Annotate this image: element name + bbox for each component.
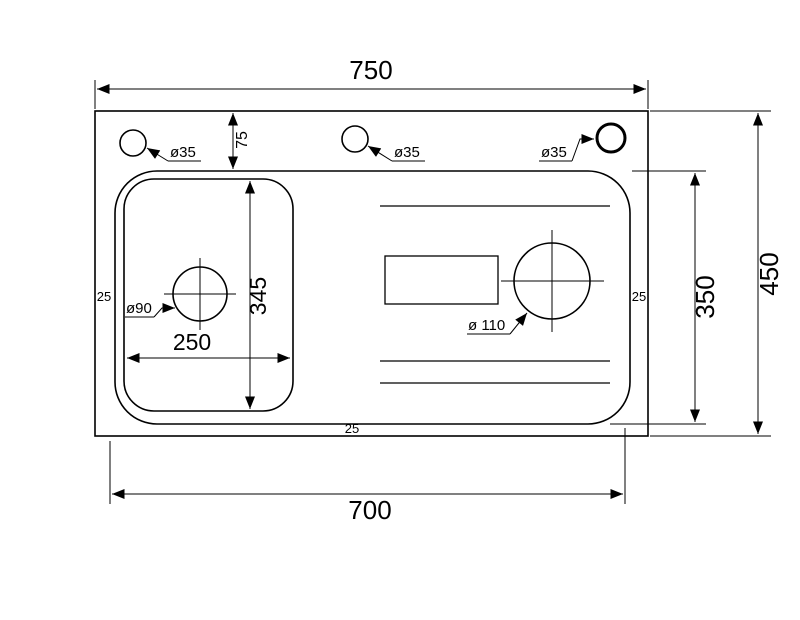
dim-label-25-left: 25 bbox=[97, 289, 111, 304]
dim-label-250: 250 bbox=[173, 329, 211, 355]
sink-technical-drawing: 750 450 350 700 250 bbox=[40, 16, 800, 620]
callout-label-o110: ø 110 bbox=[468, 317, 505, 334]
dim-label-345: 345 bbox=[245, 277, 271, 315]
callout-leader bbox=[571, 134, 594, 162]
callout-label-o35-left: ø35 bbox=[170, 144, 196, 161]
callout-leader bbox=[146, 147, 169, 162]
dim-label-75: 75 bbox=[234, 131, 251, 149]
callout-leader bbox=[367, 145, 393, 162]
drawing-canvas: 750 450 350 700 250 bbox=[94, 55, 784, 525]
faucet-hole-center bbox=[341, 125, 369, 153]
callout-label-o35-right: ø35 bbox=[541, 144, 567, 161]
dim-label-25-right: 25 bbox=[632, 289, 646, 304]
dim-inner-depth: 350 bbox=[610, 170, 720, 425]
callout-faucet-left: ø35 bbox=[146, 144, 201, 162]
sink-outer-edge bbox=[94, 110, 649, 437]
dim-label-750: 750 bbox=[349, 55, 392, 85]
faucet-hole-left bbox=[119, 129, 147, 157]
dim-rim-width: 700 bbox=[109, 428, 626, 525]
dim-top-offset: 75 bbox=[228, 113, 251, 169]
dim-label-25-bottom: 25 bbox=[345, 421, 359, 436]
sink-rim bbox=[114, 170, 631, 425]
faucet-hole-right bbox=[595, 122, 627, 154]
callout-faucet-center: ø35 bbox=[367, 144, 425, 162]
drainboard-tray bbox=[384, 255, 499, 305]
sink-geometry bbox=[94, 110, 649, 437]
callout-right-drain: ø 110 bbox=[467, 312, 528, 335]
dim-bowl-width: 250 bbox=[127, 329, 290, 363]
callout-faucet-right: ø35 bbox=[539, 134, 594, 162]
callout-leader bbox=[153, 303, 175, 318]
callout-label-o90: ø90 bbox=[126, 300, 152, 317]
callout-left-drain: ø90 bbox=[125, 300, 175, 318]
dim-margins: 25 25 25 bbox=[97, 289, 646, 436]
dim-bowl-depth: 345 bbox=[245, 181, 271, 409]
dim-overall-depth: 450 bbox=[650, 110, 784, 437]
dim-label-700: 700 bbox=[348, 495, 391, 525]
left-bowl bbox=[123, 178, 294, 412]
dim-overall-width: 750 bbox=[94, 55, 649, 109]
callout-label-o35-center: ø35 bbox=[394, 144, 420, 161]
dim-label-350: 350 bbox=[690, 275, 720, 318]
dim-label-450: 450 bbox=[754, 252, 784, 295]
callout-leader bbox=[509, 312, 528, 335]
